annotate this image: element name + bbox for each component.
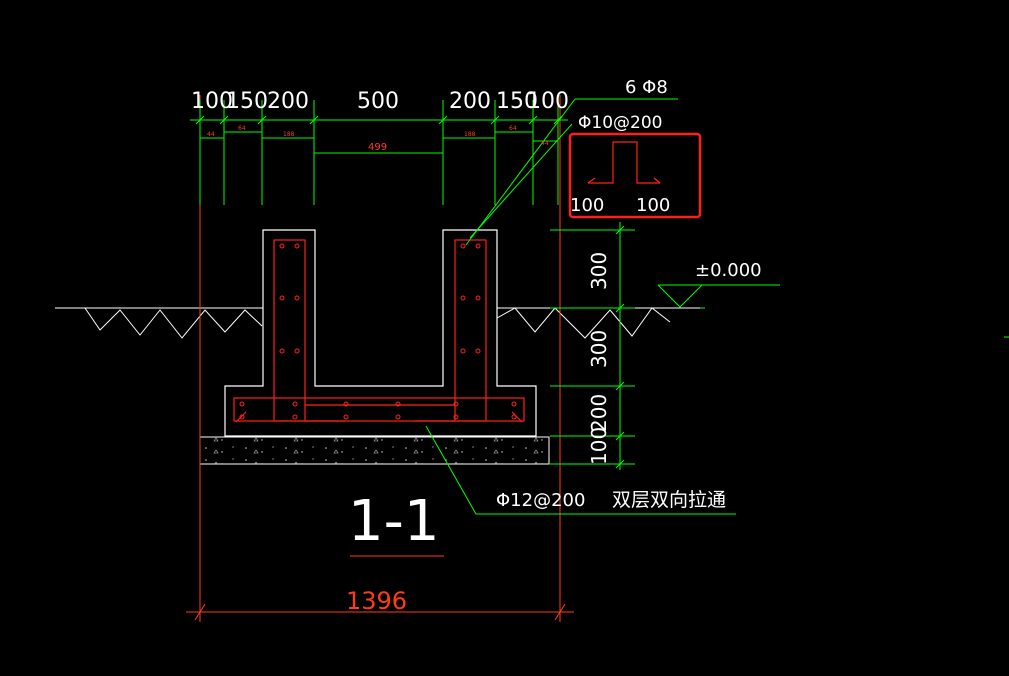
rebar-dot (511, 401, 517, 407)
rebar-cage (233, 239, 525, 423)
dim-label-100-right: 100 (527, 89, 569, 114)
rebar-dot (279, 348, 285, 354)
rebar-dot (279, 243, 285, 249)
rebar-dot (239, 401, 245, 407)
dim-label-100: 100 (587, 427, 611, 465)
concrete-section-outline (224, 229, 537, 437)
dim-label-300-upper: 300 (587, 252, 611, 290)
rebar-dots (239, 243, 517, 420)
small-dim-188-left: 188 (283, 131, 295, 138)
rebar-bottom-label: Φ12@200 (496, 490, 585, 511)
total-width-label: 1396 (346, 587, 407, 615)
rebar-dot (292, 401, 298, 407)
rebar-dot (460, 348, 466, 354)
small-dim-188-right: 188 (464, 131, 476, 138)
rebar-dot (395, 401, 401, 407)
leader-lines (425, 98, 1009, 515)
rebar-dot (279, 295, 285, 301)
rebar-dot (475, 243, 481, 249)
rebar-dot (343, 414, 349, 420)
stirrup-detail-box (568, 132, 702, 219)
rebar-dot (294, 348, 300, 354)
dim-label-500: 500 (357, 89, 399, 114)
small-dim-64-right: 64 (509, 125, 517, 132)
elevation-marker (657, 284, 780, 309)
inner-dim-499: 499 (368, 142, 387, 153)
dim-label-300-lower: 300 (587, 330, 611, 368)
dim-label-150-left: 150 (226, 89, 268, 114)
concrete-cushion (199, 436, 550, 465)
rebar-dot (453, 401, 459, 407)
dim-label-100-left: 100 (191, 89, 233, 114)
rebar-dot (343, 401, 349, 407)
dim-label-200-right: 200 (449, 89, 491, 114)
elevation-label: ±0.000 (695, 260, 762, 281)
right-dimension-labels: 300 300 200 100 (587, 252, 611, 465)
small-dim-64-left: 64 (238, 125, 246, 132)
small-dim-44-right: 44 (541, 140, 549, 147)
rebar-dot (294, 243, 300, 249)
rebar-dot (460, 295, 466, 301)
dim-label-200-left: 200 (267, 89, 309, 114)
small-dim-44-left: 44 (207, 131, 215, 138)
dim-label-150-right: 150 (496, 89, 538, 114)
detail-dim-left: 100 (570, 195, 604, 216)
rebar-top-label: 6 Φ8 (625, 77, 668, 98)
section-label: 1-1 (348, 489, 439, 554)
rebar-dot (453, 414, 459, 420)
top-dimension-lines (190, 100, 568, 205)
rebar-dot (511, 414, 517, 420)
top-dimension-labels: 100 150 200 500 200 150 100 (191, 89, 569, 114)
rebar-dot (292, 414, 298, 420)
small-dimension-labels: 44 64 188 188 64 44 499 (207, 125, 549, 153)
rebar-dot (294, 295, 300, 301)
rebar-dot (395, 414, 401, 420)
rebar-dot (475, 348, 481, 354)
right-dimension-lines (550, 222, 635, 470)
rebar-dot (475, 295, 481, 301)
dim-label-200: 200 (587, 394, 611, 432)
ground-hatch-left (55, 307, 263, 339)
detail-dim-right: 100 (636, 195, 670, 216)
rebar-dot (239, 414, 245, 420)
rebar-bottom-note: 双层双向拉通 (612, 489, 726, 511)
rebar-stirrup-label: Φ10@200 (578, 113, 662, 133)
rebar-dot (460, 243, 466, 249)
